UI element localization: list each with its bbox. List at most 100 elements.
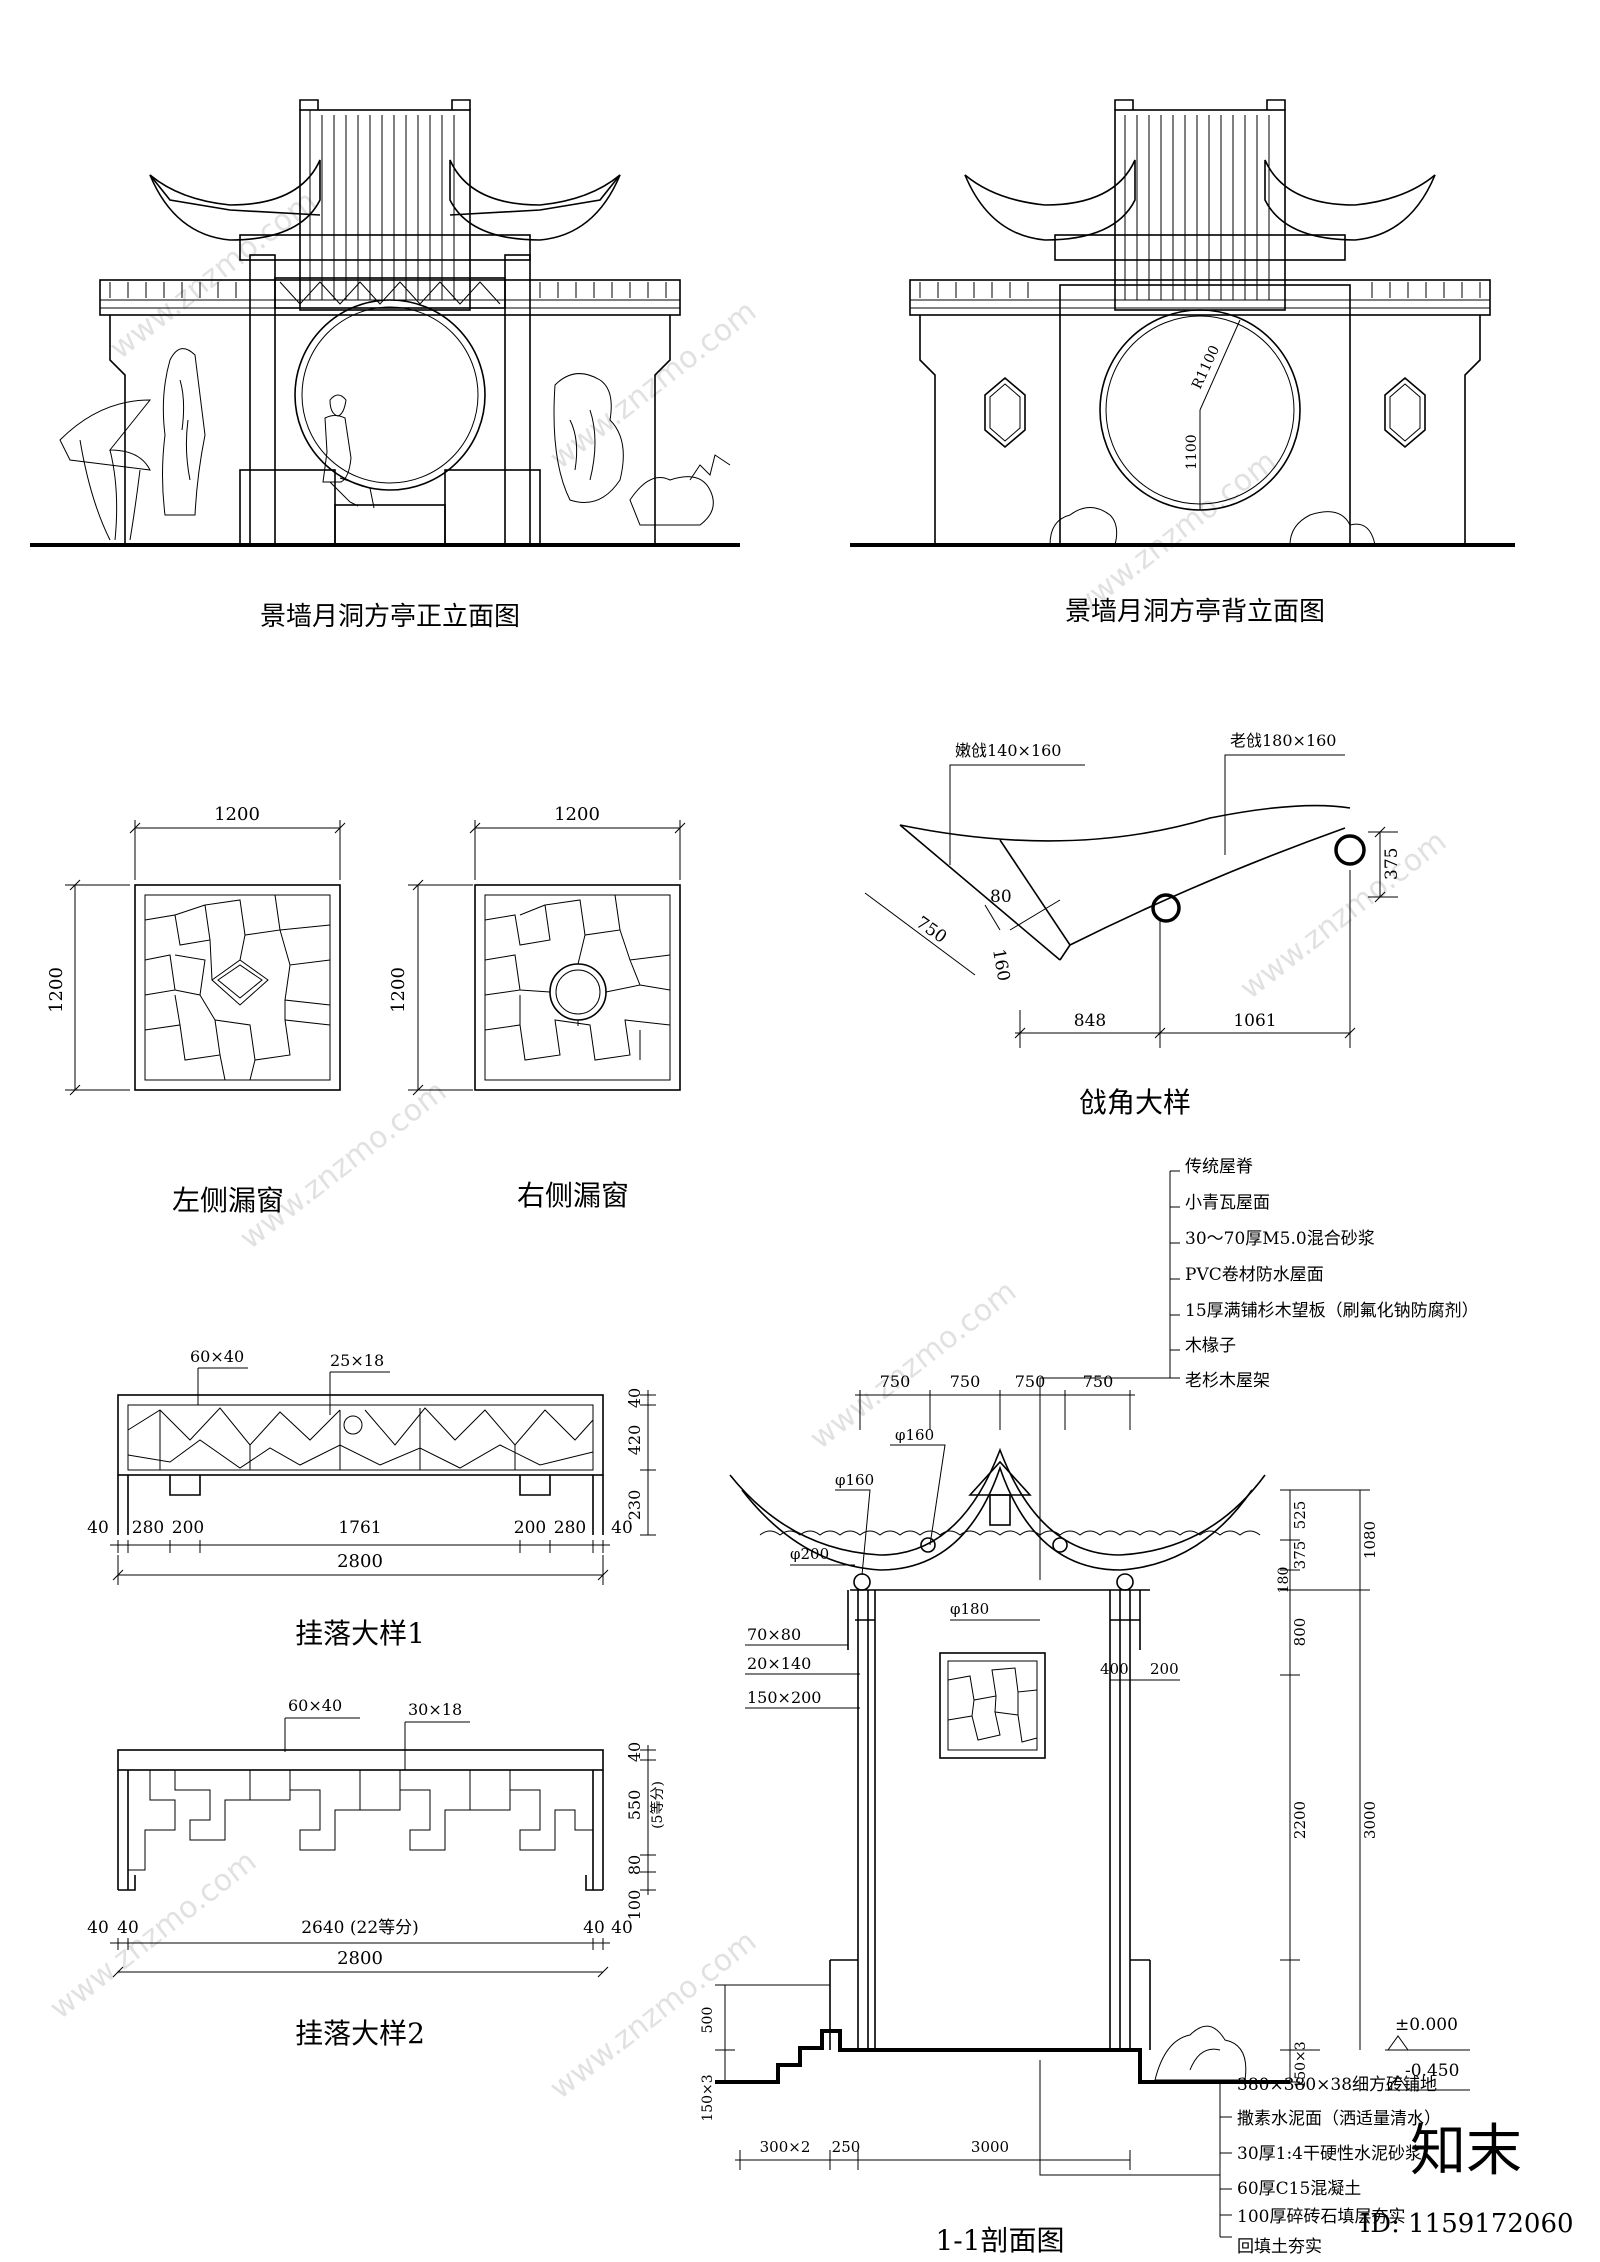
watermark-site: www.znzmo.com: [543, 1924, 763, 2106]
back-elevation-title: 景墙月洞方亭背立面图: [1065, 597, 1325, 627]
floor-layer: 回填土夯实: [1237, 2237, 1322, 2257]
right-window: 1200 1200 右侧漏窗: [388, 804, 686, 1212]
hanging-1-title: 挂落大样1: [295, 1617, 425, 1650]
floor-layer: 100厚碎砖石填层夯实: [1237, 2207, 1405, 2227]
hanging-2-v: (5等分): [649, 1781, 666, 1829]
roof-layer: 小青瓦屋面: [1185, 1193, 1270, 1213]
member-label: 150×200: [747, 1688, 821, 1707]
right-dim: 525: [1291, 1501, 1309, 1530]
right-dim: 150×3: [1293, 2041, 1309, 2088]
member-label: 70×80: [747, 1625, 801, 1644]
section-top-dim: 750: [1083, 1372, 1114, 1391]
right-dim: 180: [1276, 1567, 1292, 1594]
hanging-2-v: 40: [625, 1742, 644, 1762]
corner-detail-title: 戗角大样: [1079, 1086, 1191, 1119]
front-elevation: 景墙月洞方亭正立面图: [30, 99, 740, 632]
roof-layer: 传统屋脊: [1185, 1157, 1253, 1177]
hanging-2-v: 100: [625, 1890, 644, 1921]
hanging-2-total: 2800: [337, 1948, 383, 1969]
hanging-2-frame: 60×40: [288, 1696, 342, 1715]
hanging-detail-1: 60×40 25×18 40 280 200 1761 200 280 40 2…: [87, 1347, 656, 1650]
floor-layer: 60厚C15混凝土: [1237, 2179, 1361, 2199]
hanging-1-frame: 60×40: [190, 1347, 244, 1366]
hanging-1-seg: 280: [132, 1518, 164, 1538]
bottom-dim: 3000: [971, 2138, 1009, 2156]
hanging-1-v: 40: [625, 1388, 644, 1408]
floor-layer: 380×380×38细方砖铺地: [1237, 2075, 1437, 2095]
hanging-detail-2: 60×40 30×18 40 40 2640 (22等分) 40 40 2800…: [87, 1696, 666, 2050]
hanging-1-seg: 1761: [338, 1518, 381, 1538]
bottom-dim: 300×2: [760, 2138, 811, 2156]
watermark-brand: 知末: [1410, 2119, 1522, 2184]
left-window-title: 左侧漏窗: [172, 1184, 284, 1217]
watermark-id: ID: 1159172060: [1360, 2209, 1574, 2239]
section-title: 1-1剖面图: [935, 2224, 1064, 2257]
phi-label: φ200: [790, 1545, 829, 1563]
hanging-2-v: 80: [625, 1855, 644, 1875]
watermark-site: www.znzmo.com: [43, 1844, 263, 2026]
roof-layer: 30～70厚M5.0混合砂浆: [1185, 1229, 1375, 1249]
watermark-layer: www.znzmo.com www.znzmo.com www.znzmo.co…: [43, 184, 1453, 2106]
roof-layer: 15厚满铺杉木望板（刷氟化钠防腐剂）: [1185, 1301, 1479, 1321]
hanging-1-seg: 40: [611, 1518, 633, 1538]
bottom-dim: 250: [832, 2138, 861, 2156]
hanging-2-seg: 40: [117, 1918, 139, 1938]
right-dim: 375: [1291, 1541, 1309, 1570]
back-elevation: R1100 1100 景墙月洞方亭背立面图: [850, 99, 1515, 627]
level-label: ±0.000: [1395, 2015, 1458, 2035]
corner-dim-848: 848: [1074, 1011, 1106, 1031]
hanging-2-seg: 40: [611, 1918, 633, 1938]
right-dim: 3000: [1361, 1801, 1379, 1839]
hanging-2-bar: 30×18: [408, 1700, 462, 1719]
hanging-1-v: 420: [625, 1425, 644, 1456]
hanging-2-v: 550: [625, 1790, 644, 1821]
level-label: -0.450: [1405, 2061, 1459, 2081]
section-top-dim: 750: [1015, 1372, 1046, 1391]
left-dim: 500: [700, 2007, 716, 2034]
corner-dim-375: 375: [1382, 848, 1402, 880]
hanging-2-seg: 40: [87, 1918, 109, 1938]
phi-label: φ160: [895, 1426, 934, 1444]
radius-label: R1100: [1189, 343, 1223, 392]
phi-label: φ180: [950, 1600, 989, 1618]
right-dim: 1080: [1361, 1521, 1379, 1559]
roof-layer: 木椽子: [1185, 1336, 1236, 1356]
corner-dim-80: 80: [990, 887, 1012, 907]
right-dim: 800: [1291, 1618, 1309, 1647]
hanging-1-seg: 200: [172, 1518, 204, 1538]
hanging-1-seg: 200: [514, 1518, 546, 1538]
hanging-2-seg: 2640 (22等分): [301, 1918, 419, 1938]
hanging-1-bar: 25×18: [330, 1351, 384, 1370]
right-dim: 2200: [1291, 1801, 1309, 1839]
roof-layer: PVC卷材防水屋面: [1185, 1265, 1324, 1285]
hanging-1-v: 230: [625, 1490, 644, 1521]
watermark-site: www.znzmo.com: [103, 184, 323, 366]
corner-detail: 嫩戗140×160 老戗180×160 750 80 160 375 848 1…: [864, 731, 1402, 1119]
right-window-title: 右侧漏窗: [517, 1179, 629, 1212]
hanging-1-seg: 40: [87, 1518, 109, 1538]
col-dim: 200: [1150, 1660, 1179, 1678]
corner-dim-160: 160: [988, 947, 1013, 982]
hanging-2-seg: 40: [583, 1918, 605, 1938]
watermark-site: www.znzmo.com: [233, 1074, 453, 1256]
corner-dim-1061: 1061: [1233, 1011, 1276, 1031]
member-label: 20×140: [747, 1654, 811, 1673]
corner-label-old: 老戗180×160: [1230, 731, 1337, 750]
height-label: 1100: [1184, 434, 1200, 470]
corner-label-tender: 嫩戗140×160: [955, 741, 1062, 760]
floor-layer: 撒素水泥面（洒适量清水）: [1237, 2109, 1441, 2129]
right-window-height: 1200: [388, 967, 409, 1013]
front-elevation-title: 景墙月洞方亭正立面图: [260, 602, 520, 632]
hanging-2-title: 挂落大样2: [295, 2017, 425, 2050]
hanging-1-total: 2800: [337, 1551, 383, 1572]
left-window-height: 1200: [46, 967, 67, 1013]
left-window: 1200 1200 左侧漏窗: [46, 804, 346, 1217]
floor-layer: 30厚1:4干硬性水泥砂浆: [1237, 2144, 1422, 2164]
hanging-1-seg: 280: [554, 1518, 586, 1538]
roof-layer: 老杉木屋架: [1185, 1371, 1270, 1391]
section-top-dim: 750: [880, 1372, 911, 1391]
col-dim: 400: [1100, 1660, 1129, 1678]
phi-label: φ160: [835, 1471, 874, 1489]
right-window-width: 1200: [554, 804, 600, 825]
